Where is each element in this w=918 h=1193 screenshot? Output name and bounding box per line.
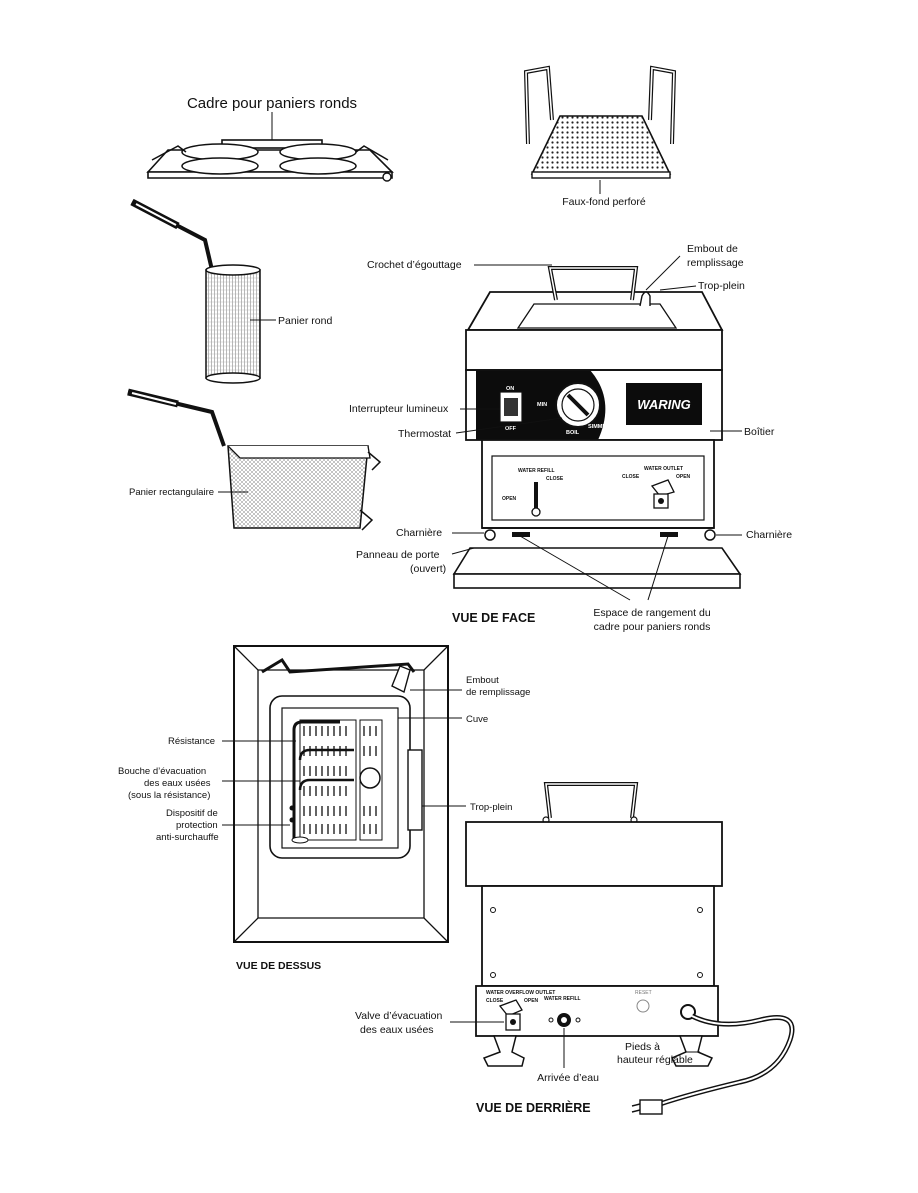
rear-reset: RESET <box>635 990 652 996</box>
panel-on: ON <box>506 386 514 392</box>
front-outlet-close: CLOSE <box>622 474 640 480</box>
label-embout-1: Embout de <box>687 243 738 255</box>
label-charniere-right: Charnière <box>746 529 792 541</box>
label-thermostat: Thermostat <box>398 428 451 440</box>
label-embout-2: remplissage <box>687 257 744 269</box>
label-espace-2: cadre pour paniers ronds <box>594 621 711 633</box>
title-vue-derriere: VUE DE DERRIÈRE <box>476 1100 591 1115</box>
label-bouche-3: (sous la résistance) <box>128 790 210 801</box>
label-top-embout-1: Embout <box>466 675 499 686</box>
panel-boil: BOIL <box>566 430 580 436</box>
label-panier-rect: Panier rectangulaire <box>129 487 214 498</box>
label-bouche-2: des eaux usées <box>144 778 211 789</box>
label-trop-plein: Trop-plein <box>698 280 745 292</box>
label-crochet: Crochet d’égouttage <box>367 259 462 271</box>
rectangular-basket <box>127 388 382 531</box>
rear-outlet-close: CLOSE <box>486 998 504 1004</box>
front-refill-open: OPEN <box>502 496 517 502</box>
label-dispositif-1: Dispositif de <box>166 808 218 819</box>
label-cuve: Cuve <box>466 714 488 725</box>
label-top-embout-2: de remplissage <box>466 687 530 698</box>
front-water-refill: WATER REFILL <box>518 468 555 474</box>
panel-simmer: SIMMER <box>588 424 610 430</box>
rear-outlet-open: OPEN <box>524 998 539 1004</box>
label-valve-2: des eaux usées <box>360 1024 434 1036</box>
top-view-unit <box>233 645 449 943</box>
label-top-trop-plein: Trop-plein <box>470 802 512 813</box>
label-pieds-1: Pieds à <box>625 1041 660 1053</box>
label-arrivee: Arrivée d’eau <box>537 1072 599 1084</box>
title-vue-dessus: VUE DE DESSUS <box>236 960 321 972</box>
label-resistance: Résistance <box>168 736 215 747</box>
label-panneau-1: Panneau de porte <box>356 549 440 561</box>
perforated-false-bottom <box>523 65 677 194</box>
round-basket <box>130 198 276 384</box>
rear-view-unit <box>465 782 795 1115</box>
label-bouche-1: Bouche d’évacuation <box>118 766 206 777</box>
label-panneau-2: (ouvert) <box>410 563 446 575</box>
label-dispositif-2: protection <box>176 820 218 831</box>
rear-water-refill: WATER REFILL <box>544 996 581 1002</box>
front-outlet-open: OPEN <box>676 474 691 480</box>
label-faux-fond: Faux-fond perforé <box>562 196 646 208</box>
label-dispositif-3: anti-surchauffe <box>156 832 219 843</box>
label-valve-1: Valve d’évacuation <box>355 1010 443 1022</box>
rear-overflow-outlet: WATER OVERFLOW OUTLET <box>486 990 555 996</box>
label-charniere-left: Charnière <box>396 527 442 539</box>
label-panier-rond: Panier rond <box>278 315 332 327</box>
front-refill-close: CLOSE <box>546 476 564 482</box>
brand-logo: WARING <box>637 397 690 412</box>
label-espace-1: Espace de rangement du <box>593 607 710 619</box>
label-pieds-2: hauteur réglable <box>617 1054 693 1066</box>
title-vue-face: VUE DE FACE <box>452 611 535 625</box>
front-water-outlet: WATER OUTLET <box>644 466 683 472</box>
round-basket-frame <box>146 112 394 182</box>
front-view-unit <box>452 266 742 589</box>
label-interrupteur: Interrupteur lumineux <box>349 403 449 415</box>
panel-min: MIN <box>537 402 547 408</box>
label-boitier: Boîtier <box>744 426 775 438</box>
label-cadre: Cadre pour paniers ronds <box>187 95 357 112</box>
panel-off: OFF <box>505 426 517 432</box>
